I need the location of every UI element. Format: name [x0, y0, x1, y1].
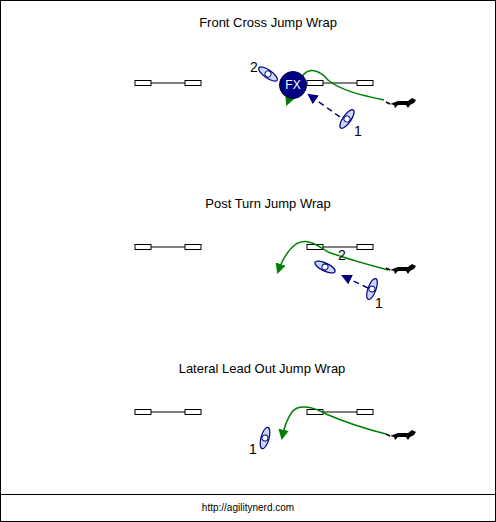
callout-number: 2 [250, 60, 258, 75]
panel-title: Front Cross Jump Wrap [199, 16, 337, 30]
callout-number: 2 [338, 248, 346, 263]
panel-title: Lateral Lead Out Jump Wrap [179, 362, 346, 376]
callout-number: 1 [375, 296, 383, 311]
front-cross-marker: FX [279, 71, 307, 99]
callout-number: 1 [249, 442, 257, 457]
callout-number: 1 [354, 124, 362, 139]
marker-text: FX [285, 79, 300, 91]
panel-title: Post Turn Jump Wrap [205, 197, 330, 211]
footer-url: http://agilitynerd.com [202, 502, 294, 513]
